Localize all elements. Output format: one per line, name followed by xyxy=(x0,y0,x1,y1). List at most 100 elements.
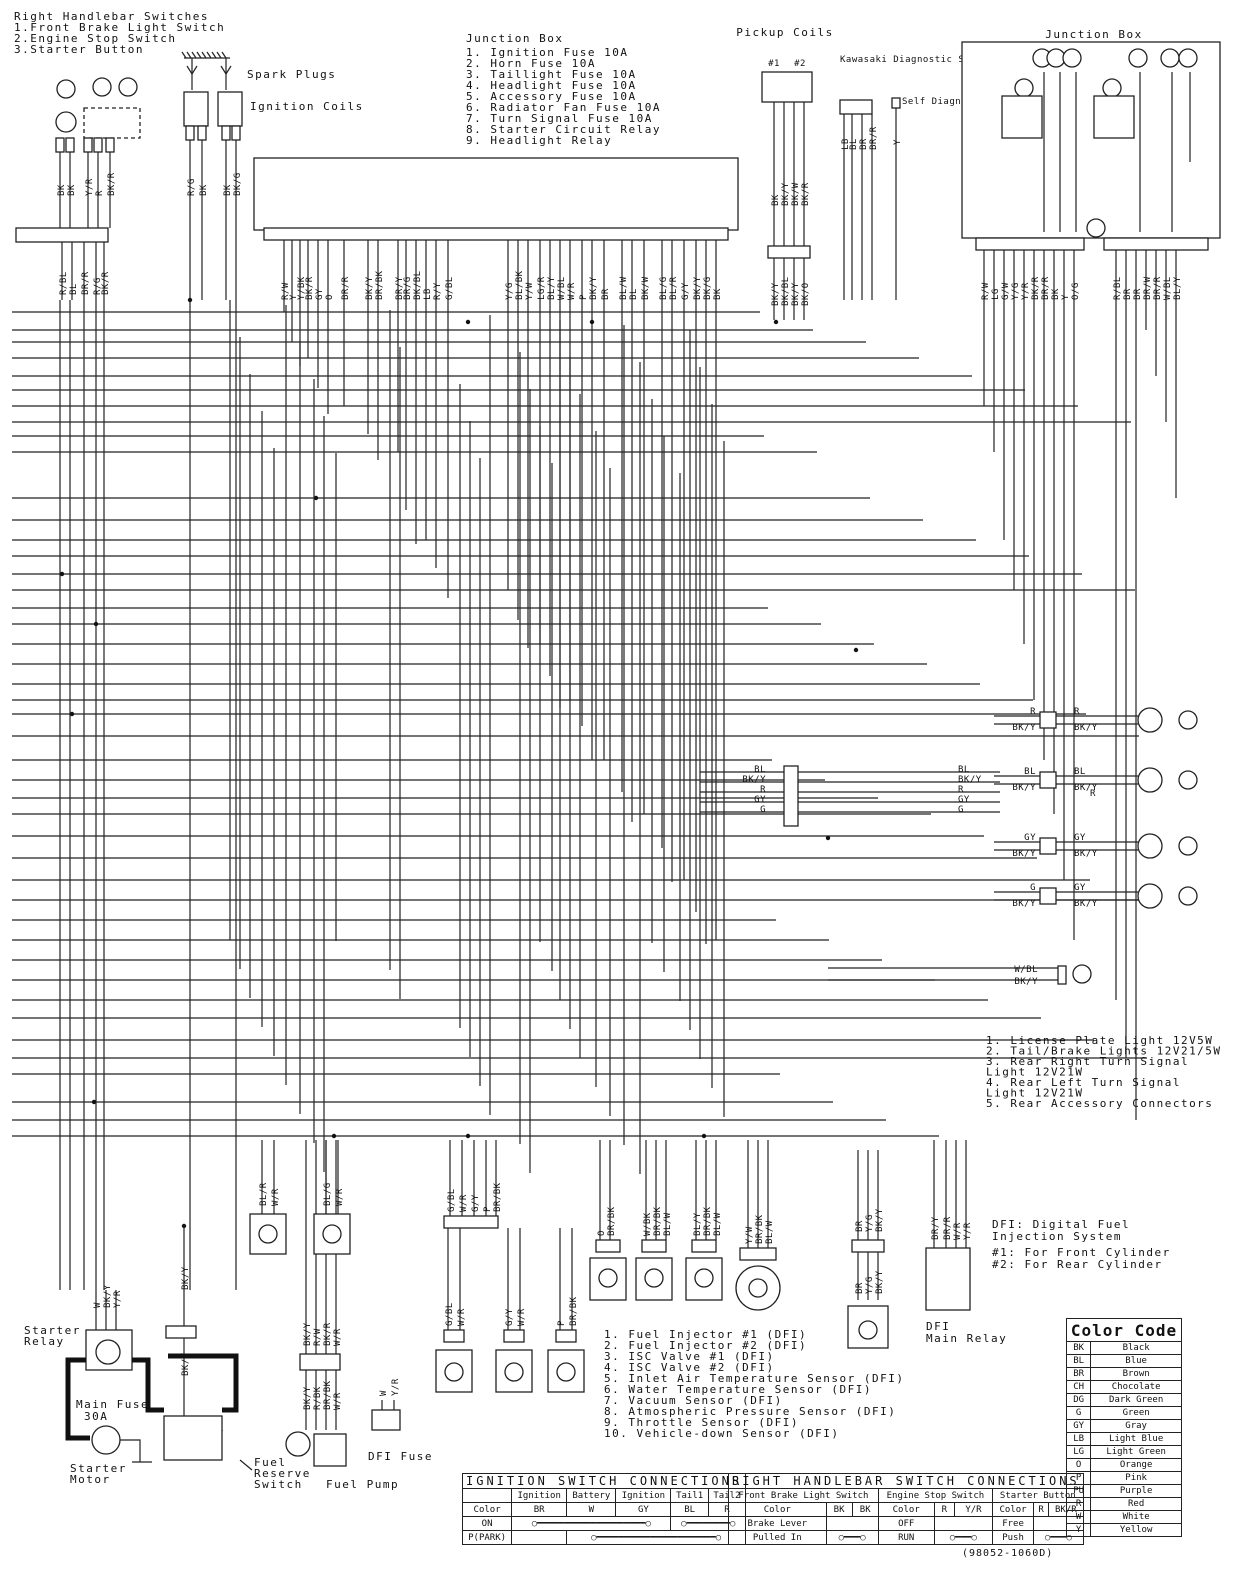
rear-harness-connector xyxy=(783,765,799,827)
right-handlebar-switch-table: RIGHT HANDLEBAR SWITCH CONNECTIONS Front… xyxy=(728,1473,1084,1545)
rh-switch-item: 3.Starter Button xyxy=(14,43,144,56)
table-cell xyxy=(461,1488,513,1503)
connector-pin xyxy=(93,137,103,153)
ignition-table-title: IGNITION SWITCH CONNECTIONS xyxy=(461,1473,747,1489)
wire-label: Y/R xyxy=(1021,282,1031,300)
wire-label: Y/R xyxy=(113,1290,123,1308)
wire-label: R xyxy=(1074,707,1080,717)
wire-label: BK/G xyxy=(703,276,713,300)
junction-box-item: 7. Turn Signal Fuse 10A xyxy=(466,112,653,125)
ground-hatch xyxy=(211,51,217,59)
fuel-reserve-title: Fuel xyxy=(254,1456,287,1469)
junction-dot xyxy=(465,319,471,325)
rh-table-groups: Front Brake Light Switch Engine Stop Swi… xyxy=(728,1488,1084,1503)
rear-light-bulb xyxy=(1137,767,1163,793)
wire-label: BK/Y xyxy=(693,276,703,300)
wire-label: W/BL xyxy=(557,276,567,300)
wire-label: BL xyxy=(1074,767,1086,777)
rear-light-connector xyxy=(1039,887,1057,905)
rear-legend-item: Light 12V21W xyxy=(986,1087,1083,1100)
rear-light-number xyxy=(1178,836,1198,856)
battery-fuse-connector xyxy=(165,1325,197,1339)
switch-number-2 xyxy=(92,77,112,97)
junction-box-list-title: Junction Box xyxy=(466,32,563,45)
sensor-number xyxy=(598,1268,618,1288)
wire-label: W/R xyxy=(459,1194,469,1212)
wire-label: BK/Y xyxy=(781,182,791,206)
self-diagnostic-connector xyxy=(891,97,901,109)
ignition-coil-1 xyxy=(183,91,209,127)
wire-label: BK/Y xyxy=(1012,723,1036,733)
spark-plugs-label: Spark Plugs xyxy=(247,68,336,81)
color-abbrev: P xyxy=(1065,1471,1092,1485)
wire-label: W/BL xyxy=(1014,965,1038,975)
dfi-list-item: 9. Throttle Sensor (DFI) xyxy=(604,1416,799,1429)
wire-label: BK/R xyxy=(101,271,111,295)
table-cell: W xyxy=(566,1502,617,1517)
ground-wire xyxy=(120,1439,141,1462)
dfi-fuse xyxy=(371,1409,401,1431)
wire-label: BL/W xyxy=(619,276,629,300)
connector-pin xyxy=(555,1329,577,1343)
wire-label: R xyxy=(760,785,766,795)
fuel-pump xyxy=(313,1433,347,1467)
wire-label: G/BL xyxy=(445,1302,455,1326)
pickup-coil-label: #1 xyxy=(768,59,780,69)
connector-pin xyxy=(55,137,65,153)
rear-legend-item: 2. Tail/Brake Lights 12V21/5W xyxy=(986,1045,1222,1058)
connector-pin xyxy=(231,125,241,141)
wire-label: W/R xyxy=(953,1222,963,1240)
starter-relay-title: Starter xyxy=(24,1324,81,1337)
wire-label: W/BL xyxy=(1163,276,1173,300)
table-cell: Ignition xyxy=(511,1488,568,1503)
electronic-control-unit xyxy=(253,157,739,231)
table-cell: GY xyxy=(615,1502,672,1517)
junction-dot xyxy=(853,647,859,653)
sensor-number xyxy=(694,1268,714,1288)
wire-label: Y xyxy=(1061,294,1071,300)
fuel-reserve-switch xyxy=(285,1431,311,1457)
junction-box-item: 3. Taillight Fuse 10A xyxy=(466,68,637,81)
color-name: Orange xyxy=(1090,1458,1182,1472)
switch-number-1 xyxy=(56,79,76,99)
wire-label: R/BK xyxy=(313,1386,323,1410)
rear-legend-item: 1. License Plate Light 12V5W xyxy=(986,1034,1213,1047)
wire-label: BL/BK xyxy=(515,270,525,300)
wire-label: R xyxy=(958,785,964,795)
ground-hatch xyxy=(191,51,197,59)
isc-number xyxy=(444,1362,464,1382)
switch-box xyxy=(83,107,141,139)
rear-legend-item: 4. Rear Left Turn Signal xyxy=(986,1076,1181,1089)
color-abbrev: Y xyxy=(1065,1523,1092,1537)
wire-label: BL/R xyxy=(259,1182,269,1206)
table-cell: Color xyxy=(992,1502,1035,1517)
rear-light-number xyxy=(1072,964,1092,984)
table-cell: R xyxy=(933,1502,955,1517)
dfi-main-relay xyxy=(925,1247,971,1311)
color-code-title: Color Code xyxy=(1066,1318,1182,1342)
wire-label: Y xyxy=(289,294,299,300)
wire-grid xyxy=(12,102,1177,1430)
color-name: Light Green xyxy=(1090,1445,1182,1459)
wire-label: BL/W xyxy=(713,1212,723,1236)
injector-number xyxy=(322,1224,342,1244)
jb-number xyxy=(1160,48,1180,68)
starter-motor xyxy=(91,1425,121,1455)
connector-pin xyxy=(65,137,75,153)
wire-label: BK/R xyxy=(801,182,811,206)
color-abbrev: LB xyxy=(1065,1432,1092,1446)
wire-label: GY xyxy=(1074,883,1086,893)
table-row: Brake Lever OFF Free xyxy=(728,1516,1084,1531)
color-abbrev: DG xyxy=(1065,1393,1092,1407)
table-cell xyxy=(933,1516,994,1531)
injector-number xyxy=(258,1224,278,1244)
dfi-list-item: 4. ISC Valve #2 (DFI) xyxy=(604,1361,775,1374)
wire-label: BR xyxy=(601,288,611,300)
wire-label: GY xyxy=(1074,833,1086,843)
table-cell: Push xyxy=(992,1530,1035,1545)
ignition-table-colors: Color BR W GY BL R xyxy=(461,1502,747,1517)
connector-pin xyxy=(197,125,207,141)
